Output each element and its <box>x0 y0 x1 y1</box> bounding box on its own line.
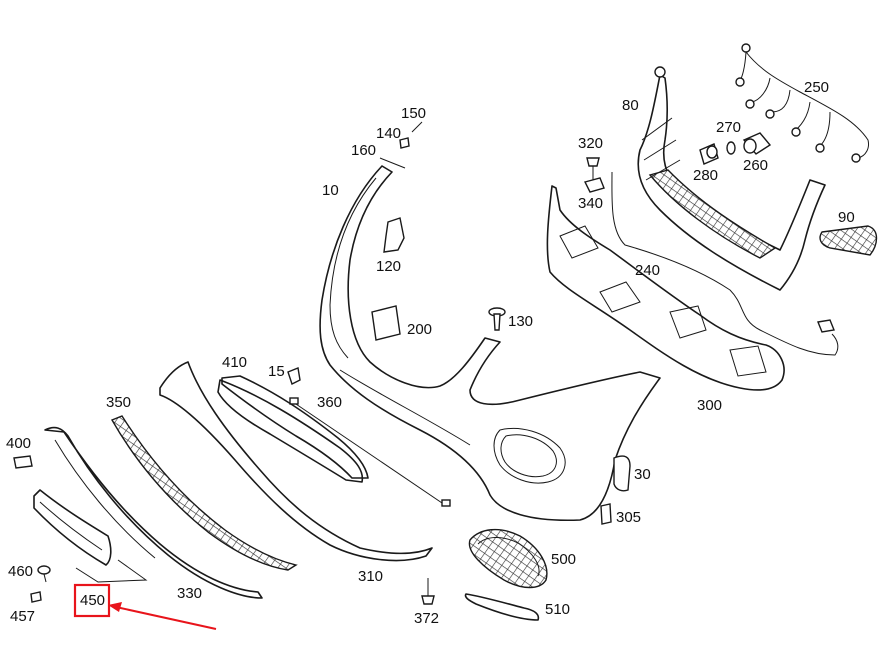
label-200: 200 <box>407 321 432 338</box>
label-500: 500 <box>551 551 576 568</box>
label-240: 240 <box>635 262 660 279</box>
label-400: 400 <box>6 435 31 452</box>
label-360: 360 <box>317 394 342 411</box>
label-80: 80 <box>622 97 639 114</box>
part-510-trim-strip[interactable] <box>464 593 540 621</box>
label-510: 510 <box>545 601 570 618</box>
part-500-grille-insert[interactable] <box>468 529 548 589</box>
label-10: 10 <box>322 182 339 199</box>
label-305: 305 <box>616 509 641 526</box>
label-372: 372 <box>414 610 439 627</box>
label-310: 310 <box>358 568 383 585</box>
part-410-spoiler[interactable] <box>221 375 369 479</box>
part-300-carrier[interactable] <box>546 185 785 391</box>
part-360-absorber[interactable] <box>217 379 451 507</box>
label-260: 260 <box>743 157 768 174</box>
part-460-rivet[interactable] <box>37 565 51 583</box>
part-240-wiring[interactable] <box>611 171 839 356</box>
label-460: 460 <box>8 563 33 580</box>
part-150-pin[interactable] <box>411 121 423 133</box>
part-90-grille-insert[interactable] <box>819 225 878 256</box>
part-120-bracket[interactable] <box>383 217 405 253</box>
part-80-upper-carrier[interactable] <box>637 66 826 291</box>
label-280: 280 <box>693 167 718 184</box>
highlight-box-450 <box>73 583 111 618</box>
label-300: 300 <box>697 397 722 414</box>
part-400-clip[interactable] <box>13 455 33 469</box>
label-330: 330 <box>177 585 202 602</box>
label-120: 120 <box>376 258 401 275</box>
label-350: 350 <box>106 394 131 411</box>
part-450-plate-holder[interactable] <box>33 489 112 566</box>
part-457-clip[interactable] <box>30 591 42 603</box>
part-330-trim-strip[interactable] <box>44 426 263 599</box>
label-450: 450 <box>80 592 105 609</box>
label-130: 130 <box>508 313 533 330</box>
part-350-grille-mesh[interactable] <box>110 415 298 571</box>
part-305-clip[interactable] <box>600 503 612 525</box>
part-130-rivet[interactable] <box>488 307 506 331</box>
highlight-arrow <box>108 602 217 630</box>
label-320: 320 <box>578 135 603 152</box>
label-140: 140 <box>376 125 401 142</box>
label-90: 90 <box>838 209 855 226</box>
label-15: 15 <box>268 363 285 380</box>
part-270-sensor-ring[interactable] <box>726 141 736 155</box>
part-30-bracket[interactable] <box>613 455 631 492</box>
label-30: 30 <box>634 466 651 483</box>
part-10-bumper-cover[interactable] <box>319 165 661 522</box>
part-372-bolt[interactable] <box>421 578 435 605</box>
label-160: 160 <box>351 142 376 159</box>
label-410: 410 <box>222 354 247 371</box>
label-150: 150 <box>401 105 426 122</box>
label-250: 250 <box>804 79 829 96</box>
part-260-sensor[interactable] <box>742 132 772 155</box>
part-200-module[interactable] <box>371 305 401 341</box>
part-250-sensor-harness[interactable] <box>735 43 869 163</box>
label-270: 270 <box>716 119 741 136</box>
label-340: 340 <box>578 195 603 212</box>
part-340-clip[interactable] <box>583 177 605 193</box>
part-310-lower-trim[interactable] <box>159 361 433 562</box>
part-140-screw[interactable] <box>399 137 410 149</box>
label-457: 457 <box>10 608 35 625</box>
part-15-clip[interactable] <box>287 367 301 385</box>
part-280-sensor-holder[interactable] <box>699 143 719 165</box>
part-320-bolt[interactable] <box>586 157 600 180</box>
